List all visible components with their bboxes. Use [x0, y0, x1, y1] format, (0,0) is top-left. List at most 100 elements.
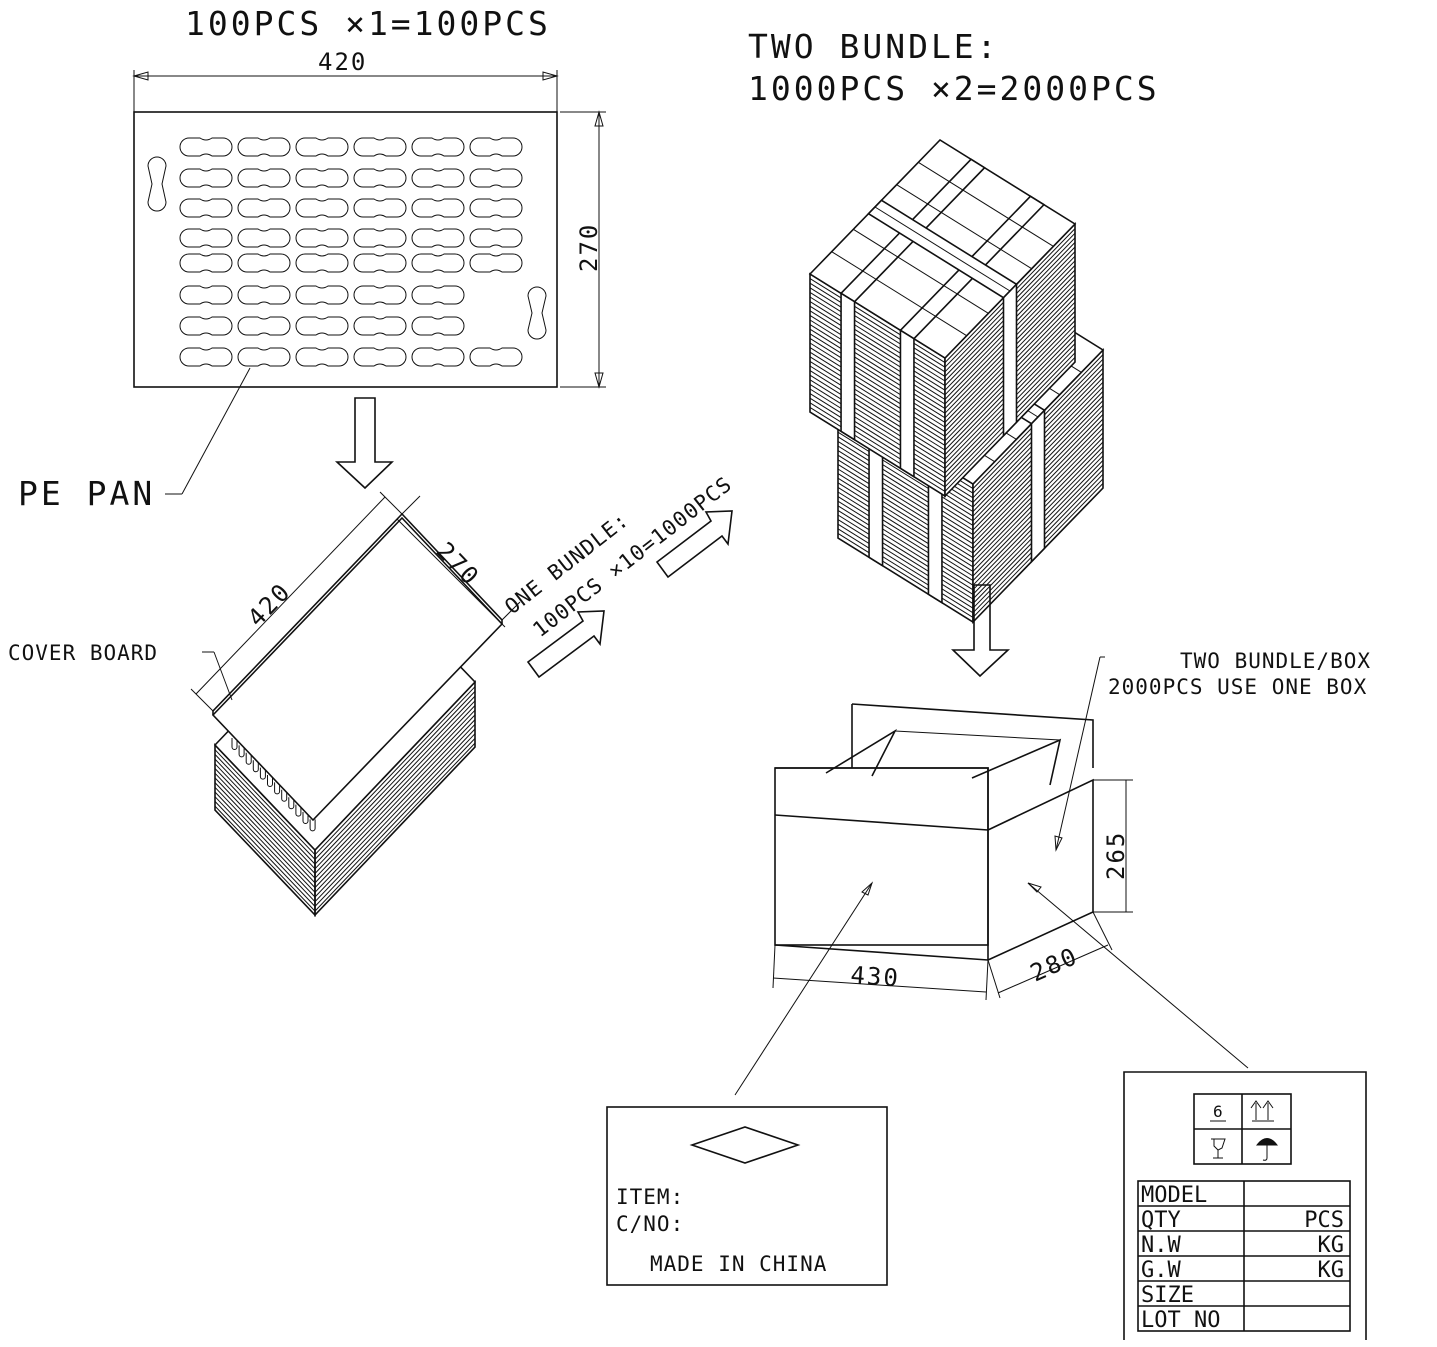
pan-pocket: [179, 137, 233, 157]
bundle-layer-line: [809, 314, 946, 400]
stack-notch: [267, 775, 273, 787]
stack-notch: [302, 812, 309, 824]
info-table-value: PCS: [1304, 1208, 1344, 1233]
right-arrow-2: [655, 510, 733, 579]
box-length-value: 430: [850, 961, 901, 992]
stack-notch: [288, 797, 295, 810]
bundle-layer-line: [837, 486, 974, 572]
bundle-layer-line: [809, 328, 946, 414]
bundle-strap: [840, 291, 856, 442]
stack-layer-line: [314, 714, 476, 884]
bundle-layer-line: [837, 468, 974, 554]
bundle-layer-line: [809, 397, 946, 483]
pan-pocket: [411, 285, 465, 305]
stack-layer-line: [314, 700, 476, 870]
bundle-board-line: [918, 161, 1054, 247]
stack-layer-line: [214, 796, 316, 903]
pan-width-dimension: 420: [132, 48, 559, 112]
box-note-line-2: 2000PCS USE ONE BOX: [1108, 675, 1367, 699]
pan-quantity-label: 100PCS ×1=100PCS: [185, 4, 551, 43]
pan-pocket: [353, 316, 407, 336]
side-label-leader: [1027, 882, 1249, 1069]
bundle-layer-line: [809, 324, 946, 410]
box-height-value: 265: [1102, 831, 1130, 880]
stack-notch: [259, 767, 266, 780]
pan-height-value: 270: [575, 223, 603, 272]
pan-pocket: [353, 198, 407, 218]
bundle-layer-line: [809, 310, 946, 396]
bundle-layer-line: [809, 379, 946, 465]
bundle-layer-line: [837, 523, 974, 609]
pe-pan-leader: PE PAN: [18, 367, 251, 513]
pan-pocket: [469, 198, 523, 218]
front-label-item: ITEM:: [616, 1185, 684, 1209]
box-note-leader: [1054, 656, 1105, 852]
pan-pocket: [179, 347, 233, 367]
bundle-layer-line: [809, 278, 946, 364]
stack-layer-line: [314, 719, 476, 888]
bundle-layer-line: [809, 319, 946, 405]
pan-pocket: [469, 168, 523, 188]
bundle-layer-line: [809, 370, 946, 456]
stack-layer-line: [214, 791, 316, 898]
pan-pocket: [295, 198, 349, 218]
pan-pocket: [411, 228, 465, 248]
pan-pocket: [469, 228, 523, 248]
pan-pocket: [237, 198, 291, 218]
stack-layer-line: [314, 738, 476, 907]
pan-pocket: [411, 347, 465, 367]
stack-layer-line: [314, 728, 476, 898]
stack-notch: [245, 752, 252, 765]
pan-pocket: [295, 168, 349, 188]
bundle-layer-line: [837, 532, 974, 618]
pan-pocket: [237, 137, 291, 157]
stack-layer-line: [314, 691, 476, 860]
stack-notch: [238, 745, 245, 758]
box-width-dimension: 280: [987, 911, 1113, 999]
pan-pocket: [237, 168, 291, 188]
bundle-board-line: [853, 228, 989, 314]
bundle-layer-line: [809, 393, 946, 479]
pan-pocket: [353, 168, 407, 188]
box-width-value: 280: [1026, 942, 1082, 988]
info-table-key: MODEL: [1141, 1183, 1207, 1208]
pan-pocket: [295, 316, 349, 336]
stack-layer-line: [214, 777, 316, 884]
bundle-layer-line: [809, 301, 946, 387]
stack-limit-icon: 6: [1210, 1102, 1226, 1122]
pan-pocket: [295, 285, 349, 305]
info-table-key: SIZE: [1141, 1283, 1194, 1308]
pan-pocket: [353, 285, 407, 305]
fragile-glass-icon: [1211, 1138, 1226, 1159]
bundle-layer-line: [809, 383, 946, 469]
bundle-strap: [1030, 408, 1046, 564]
svg-text:6: 6: [1213, 1102, 1223, 1121]
box-length-dimension: 430: [772, 944, 989, 1001]
bundle-layer-line: [809, 402, 946, 488]
stack-layer-line: [214, 782, 316, 888]
pan-pocket: [295, 253, 349, 273]
bundle-layer-line: [837, 473, 974, 559]
pan-pocket: [353, 137, 407, 157]
bundle-layer-line: [837, 509, 974, 595]
bundle-layer-line: [837, 500, 974, 586]
front-label-leader: [734, 882, 873, 1096]
bundle-layer-line: [809, 282, 946, 368]
bundle-layer-line: [837, 477, 974, 563]
bundle-layer-line: [809, 360, 946, 446]
pan-pocket: [353, 347, 407, 367]
info-table-key: N.W: [1141, 1233, 1181, 1258]
bundle-layer-line: [837, 436, 974, 522]
diamond-icon: [689, 1126, 801, 1164]
stack-layer-line: [214, 801, 316, 907]
stack-layer-line: [214, 754, 316, 860]
bundle-layer-line: [809, 342, 946, 428]
cover-board-leader: COVER BOARD: [8, 641, 233, 701]
bundle-layer-line: [809, 305, 946, 391]
stack-layer-line: [314, 695, 476, 865]
pan-pocket: [237, 285, 291, 305]
stack-layer-line: [314, 723, 476, 893]
bundle-board-line: [874, 206, 1011, 292]
bundle-layer-line: [809, 356, 946, 442]
